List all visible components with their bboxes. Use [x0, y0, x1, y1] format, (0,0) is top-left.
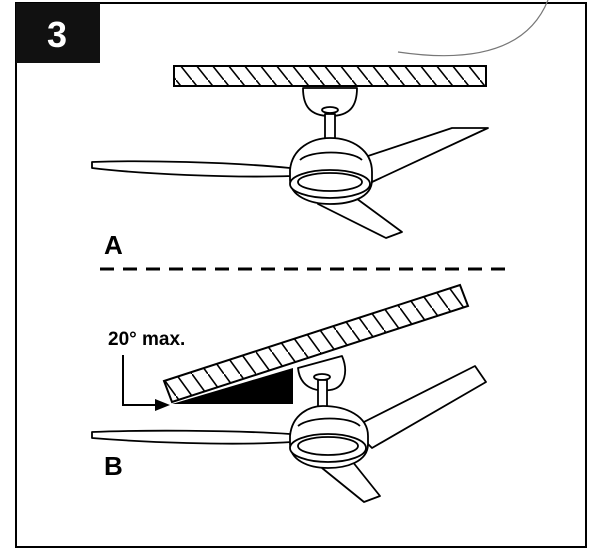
angle-pointer-arrow: [122, 355, 170, 411]
ceiling-fan-b: [91, 355, 487, 503]
ceiling-fan-a: [91, 87, 489, 239]
diagram-a-label: A: [104, 230, 123, 260]
step-badge: 3: [16, 3, 100, 63]
diagram-b-label: B: [104, 451, 123, 481]
ceiling-flat: [173, 65, 487, 87]
ceiling-sloped: [162, 283, 470, 404]
decorative-arc: [397, 0, 549, 57]
diagram-b: 20° max. B: [91, 283, 487, 503]
angle-wedge: [172, 368, 293, 404]
diagram-a: A: [91, 65, 489, 260]
step-number: 3: [47, 14, 67, 55]
angle-limit-label: 20° max.: [108, 329, 185, 350]
